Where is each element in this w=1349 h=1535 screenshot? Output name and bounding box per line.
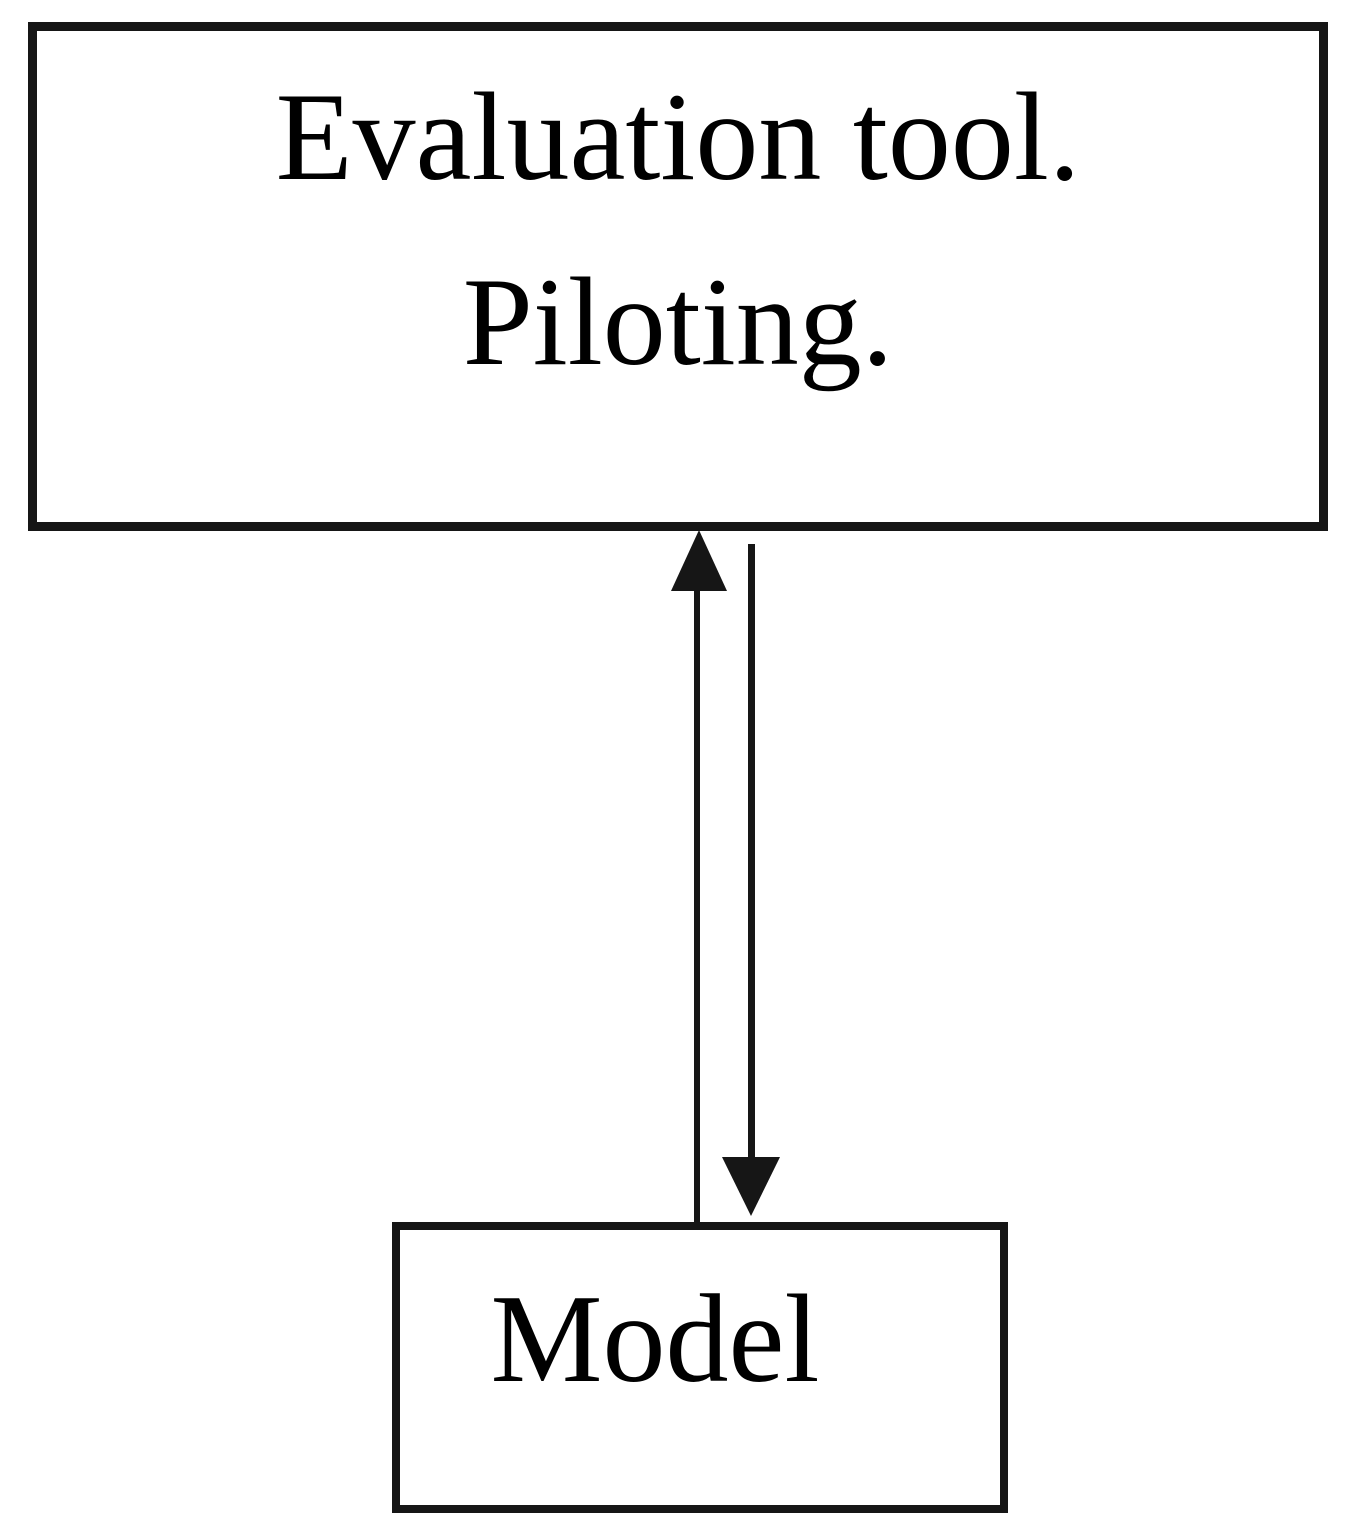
down-arrowhead-icon [722,1157,780,1216]
up-arrowhead-icon [671,530,727,591]
up-arrow-shaft [694,588,700,1222]
evaluation-tool-label-line2: Piloting. [462,253,894,392]
model-label: Model [490,1269,820,1409]
evaluation-tool-label-line1: Evaluation tool. [275,68,1081,207]
model-box: Model [392,1222,1008,1513]
evaluation-tool-box: Evaluation tool. Piloting. [28,22,1328,531]
down-arrow [722,544,780,1216]
down-arrow-shaft [748,544,755,1158]
up-arrow [671,530,727,1222]
